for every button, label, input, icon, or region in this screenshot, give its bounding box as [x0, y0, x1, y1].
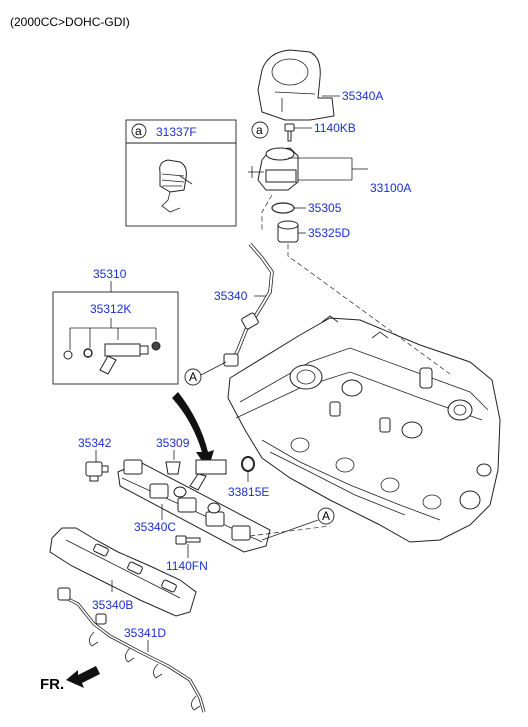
label-31337F: 31337F	[156, 125, 197, 139]
label-35340C: 35340C	[134, 520, 176, 534]
part-box-35310	[52, 281, 179, 385]
dashed-guide-pump	[261, 194, 273, 232]
dashed-guide-tappet	[287, 244, 451, 375]
wiring-harness-35341D	[57, 587, 206, 713]
label-35340B: 35340B	[92, 598, 133, 612]
label-35342: 35342	[78, 436, 112, 450]
o-ring-35305	[271, 202, 306, 214]
label-1140KB: 1140KB	[314, 121, 356, 135]
callout-circle-A-upper	[184, 368, 202, 386]
front-arrow-icon	[66, 666, 100, 688]
label-35309: 35309	[156, 436, 190, 450]
part-box-31337F: a	[125, 119, 237, 227]
rail-cover-35340B	[49, 527, 197, 617]
fuel-line-35340	[223, 242, 274, 367]
callout-circle-A-lower	[317, 507, 335, 525]
fuel-rail-35340C	[117, 459, 271, 553]
front-direction-indicator: FR.	[40, 666, 100, 693]
label-35325D: 35325D	[308, 226, 350, 240]
seal-33815E	[241, 456, 255, 482]
label-35340: 35340	[214, 289, 248, 303]
tappet-35325D	[277, 220, 306, 243]
bolt-1140FN	[175, 535, 201, 558]
label-1140FN: 1140FN	[166, 559, 208, 573]
callout-A-upper-leader	[200, 361, 227, 376]
label-35340A: 35340A	[342, 89, 383, 103]
dashed-guide-rail	[249, 525, 331, 537]
label-33815E: 33815E	[228, 485, 269, 499]
injector-main	[189, 459, 227, 491]
callout-a-box: a	[135, 124, 142, 138]
fuel-pump-33100A	[248, 147, 368, 191]
callout-a-pump: a	[256, 123, 263, 137]
label-35305: 35305	[308, 201, 342, 215]
callout-A-lower-leader	[261, 519, 319, 541]
label-35312K: 35312K	[90, 302, 131, 316]
pump-cover-35340A	[257, 49, 340, 121]
cylinder-head-illustration	[227, 315, 501, 543]
label-35341D: 35341D	[124, 626, 166, 640]
label-33100A: 33100A	[370, 181, 411, 195]
label-35310: 35310	[93, 267, 127, 281]
pointer-arrow	[172, 392, 214, 470]
callout-A-lower: A	[322, 509, 330, 523]
front-label: FR.	[40, 676, 64, 693]
bolt-1140KB: a	[251, 121, 312, 142]
diagram-title: (2000CC>DOHC-GDI)	[10, 15, 130, 29]
clip-35309	[165, 450, 181, 475]
callout-A-upper: A	[189, 370, 197, 384]
pressure-sensor-35342	[85, 450, 109, 482]
